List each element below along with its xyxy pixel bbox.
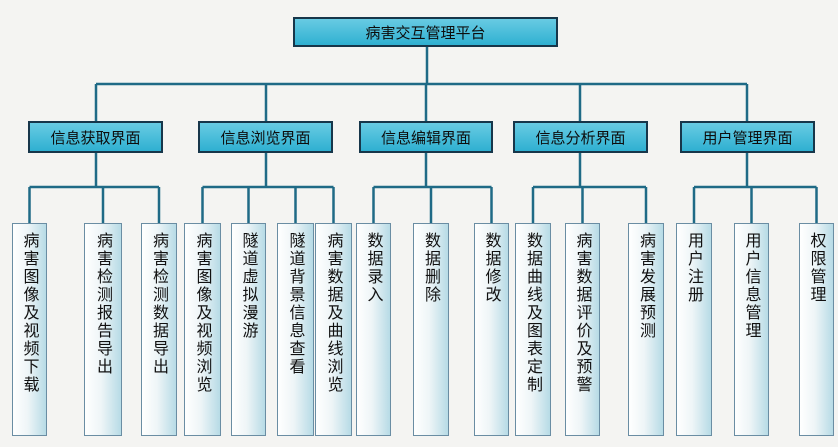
leaf-node: 病害数据评价及预警 [565, 223, 600, 436]
leaf-label: 病害检测报告导出 [94, 232, 113, 376]
leaf-label: 病害数据评价及预警 [573, 232, 593, 394]
leaf-label: 隧道虚拟漫游 [239, 232, 259, 340]
leaf-label: 数据修改 [482, 232, 502, 304]
leaf-node: 病害图像及视频下载 [12, 223, 47, 436]
leaf-node: 数据修改 [474, 223, 509, 436]
leaf-label: 用户信息管理 [742, 232, 762, 340]
leaf-node: 数据删除 [413, 223, 449, 436]
leaf-node: 数据录入 [356, 223, 391, 436]
leaf-label: 病害图像及视频浏览 [193, 232, 213, 394]
leaf-node: 病害检测数据导出 [141, 223, 177, 436]
leaf-node: 权限管理 [799, 223, 834, 436]
leaf-label: 隧道背景信息查看 [286, 232, 306, 376]
leaf-label: 病害检测数据导出 [150, 232, 169, 376]
leaf-node: 数据曲线及图表定制 [515, 223, 551, 436]
leaf-label: 病害图像及视频下载 [20, 232, 40, 394]
leaf-node: 病害数据及曲线浏览 [315, 223, 352, 436]
category-node: 信息获取界面 [28, 121, 163, 153]
leaf-label: 数据删除 [422, 232, 441, 304]
leaf-label: 数据录入 [364, 232, 384, 304]
leaf-label: 用户注册 [685, 232, 704, 304]
leaf-node: 病害检测报告导出 [84, 223, 122, 436]
leaf-node: 病害发展预测 [628, 223, 664, 436]
leaf-node: 隧道背景信息查看 [277, 223, 314, 436]
leaf-node: 用户信息管理 [734, 223, 769, 436]
leaf-node: 病害图像及视频浏览 [184, 223, 221, 436]
leaf-node: 用户注册 [676, 223, 712, 436]
root-node: 病害交互管理平台 [293, 17, 558, 47]
leaf-label: 数据曲线及图表定制 [524, 232, 543, 394]
category-node: 信息浏览界面 [198, 121, 333, 153]
leaf-label: 病害发展预测 [637, 232, 656, 340]
leaf-node: 隧道虚拟漫游 [231, 223, 266, 436]
leaf-label: 病害数据及曲线浏览 [324, 232, 344, 394]
category-node: 用户管理界面 [680, 121, 815, 153]
category-node: 信息分析界面 [513, 121, 648, 153]
category-node: 信息编辑界面 [359, 121, 493, 153]
leaf-label: 权限管理 [807, 232, 827, 304]
